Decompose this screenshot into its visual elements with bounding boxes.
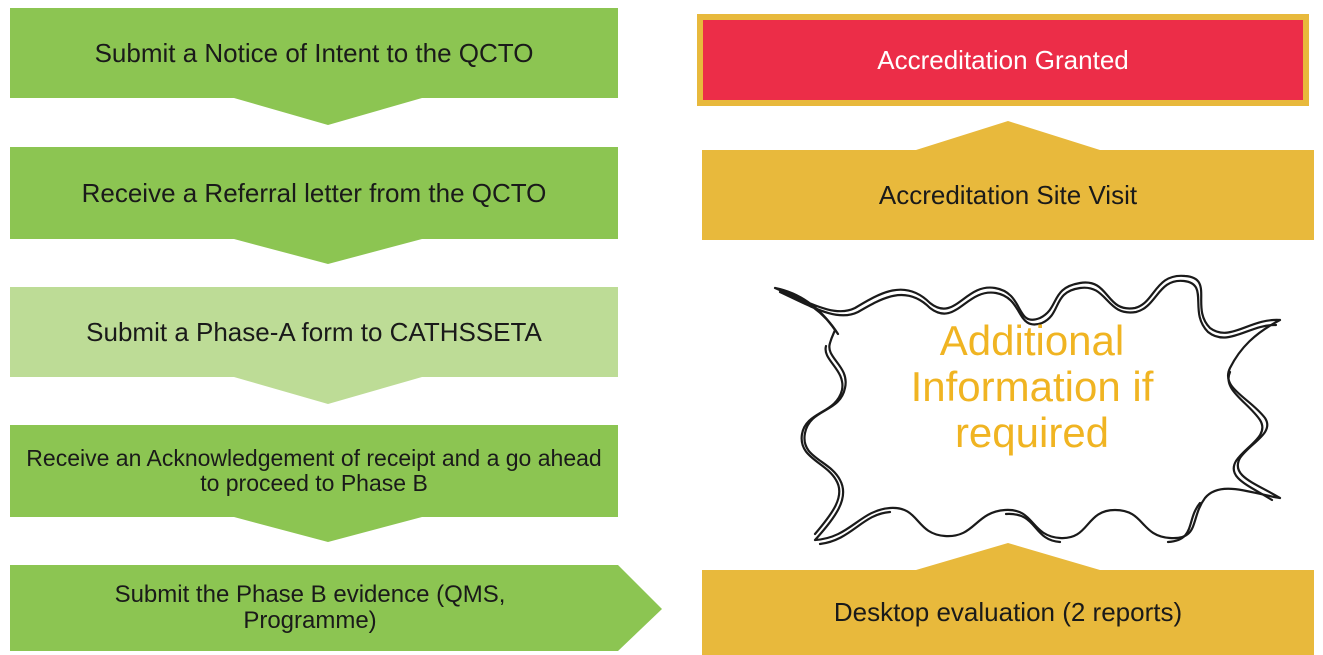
step-shape — [10, 425, 618, 542]
accreditation-granted-label: Accreditation Granted — [877, 44, 1129, 75]
step-submit-phase-a-form: Submit a Phase-A form to CATHSSETA — [10, 287, 670, 407]
step-label: Submit a Phase-A form to CATHSSETA — [86, 316, 542, 347]
additional-information-burst — [760, 248, 1300, 548]
step-receive-referral-letter: Receive a Referral letter from the QCTO — [10, 147, 670, 267]
burst-outline-icon — [773, 274, 1282, 546]
step-shape — [702, 121, 1314, 240]
step-shape — [10, 287, 618, 404]
step-label: Submit the Phase B evidence (QMS, Progra… — [114, 580, 506, 634]
accreditation-granted-box: Accreditation Granted — [697, 14, 1309, 106]
step-shape — [10, 565, 662, 651]
additional-information-label: Additional Information if required — [910, 317, 1154, 457]
step-shape — [10, 8, 618, 125]
step-shape — [702, 543, 1314, 655]
step-label: Submit a Notice of Intent to the QCTO — [94, 37, 534, 68]
accreditation-site-visit-box: Accreditation Site Visit — [702, 120, 1314, 240]
desktop-evaluation-box: Desktop evaluation (2 reports) — [702, 540, 1314, 655]
step-submit-notice-of-intent: Submit a Notice of Intent to the QCTO — [10, 8, 670, 128]
step-receive-acknowledgement: Receive an Acknowledgement of receipt an… — [10, 425, 670, 545]
step-label: Receive a Referral letter from the QCTO — [81, 177, 547, 208]
step-submit-phase-b-evidence: Submit the Phase B evidence (QMS, Progra… — [10, 565, 670, 653]
site-visit-label: Accreditation Site Visit — [878, 179, 1138, 210]
step-shape — [10, 147, 618, 264]
accreditation-granted-inner: Accreditation Granted — [703, 20, 1303, 100]
desktop-evaluation-label: Desktop evaluation (2 reports) — [833, 597, 1183, 628]
step-label: Receive an Acknowledgement of receipt an… — [26, 444, 602, 496]
